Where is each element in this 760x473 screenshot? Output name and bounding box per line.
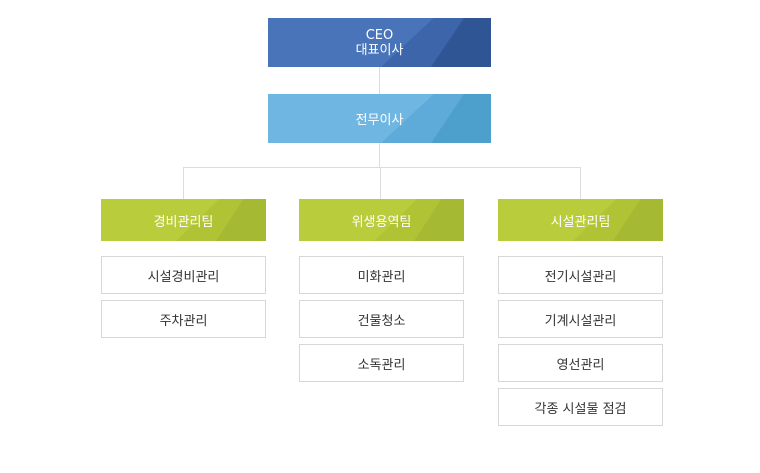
ceo-box: CEO 대표이사 [268,18,491,67]
duty-item-label: 시설경비관리 [147,269,220,285]
connector-ceo-director [379,67,380,94]
ceo-subtitle: 대표이사 [355,42,404,58]
duty-item: 기계시설관리 [498,300,663,338]
connector-team-2 [380,167,381,199]
duty-item-label: 각종 시설물 점검 [534,401,627,417]
team-name: 위생용역팀 [351,214,412,230]
duty-item: 미화관리 [299,256,464,294]
duty-item: 건물청소 [299,300,464,338]
team-box-facility: 시설관리팀 [498,199,663,241]
duty-item-label: 주차관리 [159,313,208,329]
duty-item: 영선관리 [498,344,663,382]
connector-horizontal [183,167,581,168]
duty-item-label: 기계시설관리 [544,313,617,329]
connector-director-down [379,143,380,167]
duty-item: 시설경비관리 [101,256,266,294]
director-label: 전무이사 [355,113,404,128]
duty-item: 소독관리 [299,344,464,382]
connector-team-3 [580,167,581,199]
duty-item: 전기시설관리 [498,256,663,294]
team-box-security: 경비관리팀 [101,199,266,241]
duty-item: 각종 시설물 점검 [498,388,663,426]
duty-item-label: 소독관리 [357,357,406,373]
duty-item-label: 미화관리 [357,269,406,285]
duty-item-label: 전기시설관리 [544,269,617,285]
team-box-sanitation: 위생용역팀 [299,199,464,241]
duty-item-label: 건물청소 [357,313,406,329]
connector-team-1 [183,167,184,199]
team-name: 시설관리팀 [550,214,611,230]
duty-item-label: 영선관리 [556,357,605,373]
ceo-title: CEO [365,27,394,43]
team-name: 경비관리팀 [153,214,214,230]
duty-item: 주차관리 [101,300,266,338]
director-box: 전무이사 [268,94,491,143]
